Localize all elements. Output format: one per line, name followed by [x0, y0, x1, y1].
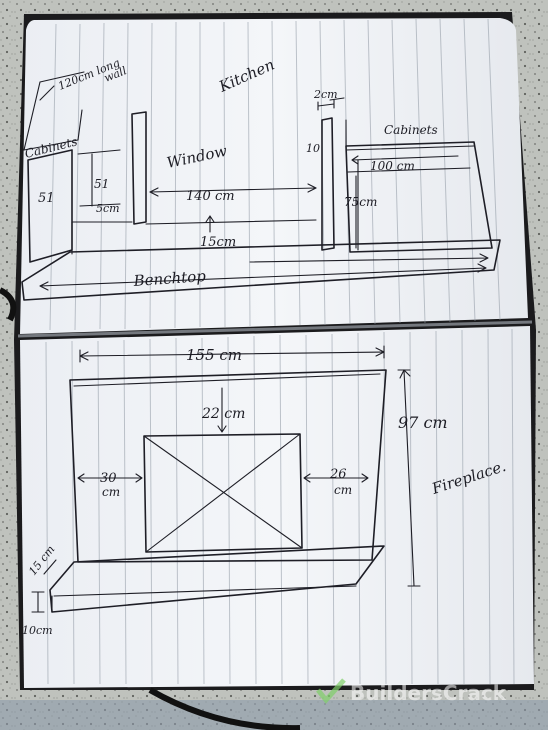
dim-2cm: 2cm — [313, 88, 338, 101]
dim-10cm-hearth: 10cm — [22, 624, 53, 637]
kitchen-sketch — [21, 71, 501, 301]
dim-75cm: 75cm — [344, 195, 377, 209]
kitchen-page-rules — [49, 18, 501, 331]
dim-22cm: 22 cm — [201, 406, 245, 422]
dim-51-left: 51 — [38, 191, 55, 206]
dim-5cm: 5cm — [96, 202, 120, 215]
benchtop-label: Benchtop — [132, 267, 207, 290]
watermark-text: BuildersCrack — [350, 681, 507, 705]
dim-155cm: 155 cm — [186, 346, 242, 364]
spine-crease — [17, 320, 533, 338]
dim-140cm: 140 cm — [186, 189, 235, 204]
dim-100cm: 100 cm — [370, 159, 415, 173]
check-icon — [316, 678, 346, 704]
cabinets-right-label: Cabinets — [384, 123, 438, 137]
dim-30cm-line1: 30 — [100, 471, 117, 486]
dim-15cm: 15cm — [200, 235, 236, 250]
builderscrack-watermark: BuildersCrack — [316, 678, 507, 705]
dim-26cm-line2: cm — [334, 483, 352, 497]
dim-30cm-line2: cm — [102, 485, 120, 499]
fireplace-page — [20, 326, 534, 688]
dim-10: 10 — [306, 142, 320, 155]
fireplace-page-rules — [45, 328, 515, 685]
dim-51-mid: 51 — [94, 177, 109, 191]
fireplace-sketch — [31, 345, 421, 613]
dim-26cm-line1: 26 — [329, 467, 347, 482]
dim-97cm: 97 cm — [398, 413, 448, 432]
elastic-strap — [0, 287, 301, 730]
